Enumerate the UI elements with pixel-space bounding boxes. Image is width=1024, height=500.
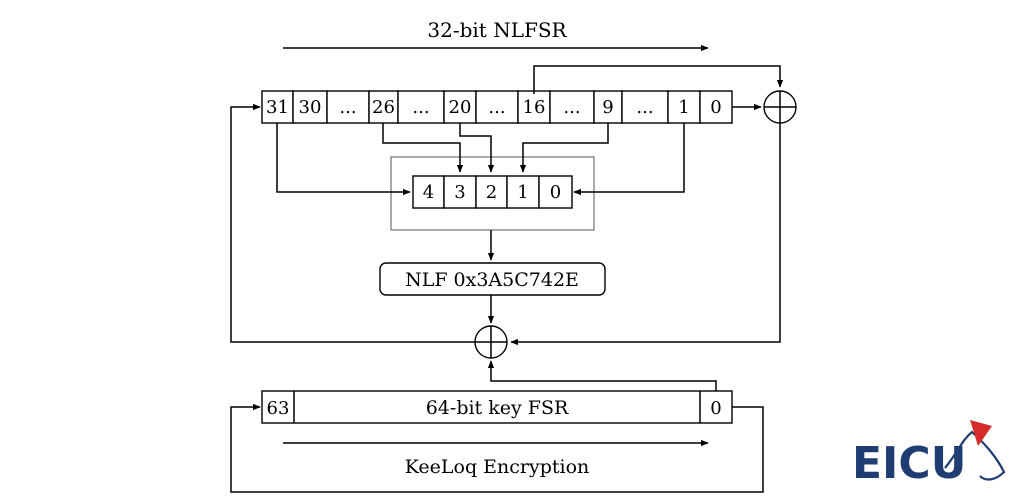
selector-cell-label: 4 bbox=[423, 182, 434, 203]
nlfsr-cell-label: 1 bbox=[678, 97, 689, 118]
diagram-caption: KeeLoq Encryption bbox=[405, 456, 590, 478]
logo-flag-icon bbox=[970, 420, 992, 446]
xor-top-to-xor-bottom bbox=[510, 123, 781, 346]
selector-frame bbox=[390, 156, 595, 231]
key-fsr-register bbox=[261, 390, 733, 424]
tap-9-to-bit-1 bbox=[519, 123, 609, 173]
nlfsr-cell-label: ... bbox=[488, 97, 505, 118]
key-fsr-left-bit: 63 bbox=[267, 398, 290, 419]
diagram-title: 32-bit NLFSR bbox=[427, 18, 567, 42]
nlfsr-cell bbox=[621, 90, 669, 124]
selector-cell-label: 0 bbox=[550, 182, 561, 203]
nlfsr-cell-label: 0 bbox=[710, 97, 721, 118]
nlfsr-cell-label: ... bbox=[339, 97, 356, 118]
nlfsr-cell-label: 26 bbox=[372, 97, 395, 118]
feedback-to-bit-31 bbox=[230, 103, 475, 343]
nlfsr-cell-label: 9 bbox=[602, 97, 613, 118]
nlfsr-cell-label: 16 bbox=[523, 97, 546, 118]
nlfsr-cell-label: ... bbox=[563, 97, 580, 118]
nlfsr-cell bbox=[549, 90, 595, 124]
eicu-logo: EICU bbox=[852, 420, 1006, 489]
selector-cell bbox=[506, 175, 540, 209]
tap-16-to-xor bbox=[533, 65, 784, 94]
xor-bottom bbox=[474, 325, 508, 359]
xor-top bbox=[763, 90, 797, 124]
nlfsr-cell-label: ... bbox=[412, 97, 429, 118]
key-fsr-rotation-loop bbox=[230, 403, 764, 493]
logo-swoosh-icon bbox=[944, 430, 1006, 481]
selector-cell-label: 3 bbox=[454, 182, 465, 203]
nlfsr-cell-label: 31 bbox=[266, 97, 289, 118]
nlf-box bbox=[379, 262, 606, 296]
nlfsr-cell-label: 30 bbox=[299, 97, 322, 118]
nlf-label: NLF 0x3A5C742E bbox=[405, 269, 579, 291]
tap-31-to-bit-4 bbox=[276, 123, 411, 196]
key-fsr-right-bit: 0 bbox=[710, 398, 721, 419]
nlfsr-cell-label: ... bbox=[636, 97, 653, 118]
tap-1-to-bit-0 bbox=[573, 123, 685, 196]
key-bit-0-to-xor bbox=[487, 360, 717, 391]
nlfsr-cell bbox=[292, 90, 328, 124]
tap-20-to-bit-2 bbox=[459, 123, 495, 173]
nlfsr-cell-label: 20 bbox=[449, 97, 472, 118]
tap-26-to-bit-3 bbox=[382, 123, 464, 173]
selector-cell bbox=[538, 175, 573, 209]
selector-cell-label: 2 bbox=[486, 182, 497, 203]
selector-cell-label: 1 bbox=[517, 182, 528, 203]
nlfsr-cell bbox=[326, 90, 370, 124]
key-fsr-label: 64-bit key FSR bbox=[426, 397, 569, 419]
